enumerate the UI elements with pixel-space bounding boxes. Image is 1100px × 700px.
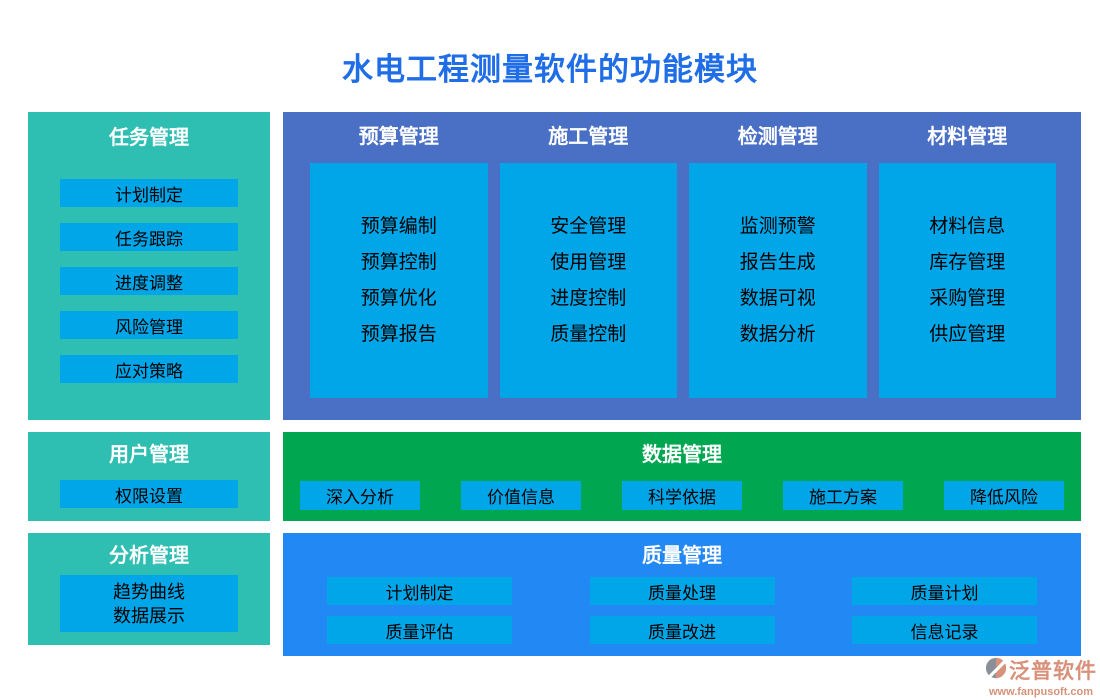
material-item: 采购管理 <box>929 287 1006 309</box>
construction-item: 使用管理 <box>550 251 627 273</box>
user-item-permission[interactable]: 权限设置 <box>60 480 238 508</box>
column-material: 材料管理 材料信息 库存管理 采购管理 供应管理 <box>878 112 1056 420</box>
budget-column-title: 预算管理 <box>358 126 439 148</box>
analysis-card[interactable]: 趋势曲线 数据展示 <box>60 575 238 632</box>
budget-item: 预算编制 <box>360 215 437 237</box>
budget-item: 预算优化 <box>360 287 437 309</box>
construction-item: 安全管理 <box>550 215 627 237</box>
data-item-risk[interactable]: 降低风险 <box>944 481 1064 510</box>
fanpu-logo-icon <box>985 657 1007 684</box>
inspection-item: 报告生成 <box>739 251 816 273</box>
quality-management-panel: 质量管理 计划制定 质量处理 质量计划 质量评估 质量改进 信息记录 <box>283 533 1081 656</box>
construction-item: 质量控制 <box>550 323 627 345</box>
material-item: 库存管理 <box>929 251 1006 273</box>
page-title: 水电工程测量软件的功能模块 <box>342 52 758 87</box>
column-budget: 预算管理 预算编制 预算控制 预算优化 预算报告 <box>310 112 488 420</box>
data-item-science[interactable]: 科学依据 <box>622 481 742 510</box>
task-management-panel: 任务管理 计划制定 任务跟踪 进度调整 风险管理 应对策略 <box>28 112 270 420</box>
construction-item: 进度控制 <box>550 287 627 309</box>
analysis-panel-title: 分析管理 <box>109 545 189 567</box>
data-item-analysis[interactable]: 深入分析 <box>300 481 420 510</box>
quality-item-handle[interactable]: 质量处理 <box>589 577 775 605</box>
quality-row-1: 计划制定 质量处理 质量计划 <box>283 577 1081 605</box>
quality-item-schedule[interactable]: 质量计划 <box>852 577 1037 605</box>
logo-row: 泛普软件 <box>984 655 1098 685</box>
budget-item: 预算报告 <box>360 323 437 345</box>
column-construction: 施工管理 安全管理 使用管理 进度控制 质量控制 <box>499 112 677 420</box>
task-button-list: 计划制定 任务跟踪 进度调整 风险管理 应对策略 <box>28 179 270 383</box>
task-item-risk[interactable]: 风险管理 <box>60 311 238 339</box>
analysis-line-trend: 趋势曲线 <box>113 581 185 602</box>
data-item-value[interactable]: 价值信息 <box>461 481 581 510</box>
data-management-panel: 数据管理 深入分析 价值信息 科学依据 施工方案 降低风险 <box>283 432 1081 521</box>
logo-url-text: www.fanpusoft.com <box>988 686 1094 698</box>
material-item: 材料信息 <box>929 215 1006 237</box>
material-item: 供应管理 <box>929 323 1006 345</box>
quality-item-improve[interactable]: 质量改进 <box>589 616 775 644</box>
analysis-management-panel: 分析管理 趋势曲线 数据展示 <box>28 533 270 645</box>
logo-brand-text: 泛普软件 <box>1009 660 1097 683</box>
module-overview-panel: 预算管理 预算编制 预算控制 预算优化 预算报告 施工管理 安全管理 使用管理 … <box>283 112 1081 420</box>
quality-item-plan[interactable]: 计划制定 <box>327 577 512 605</box>
construction-column-title: 施工管理 <box>548 126 629 148</box>
user-panel-title: 用户管理 <box>109 444 189 466</box>
construction-card: 安全管理 使用管理 进度控制 质量控制 <box>499 163 677 398</box>
inspection-item: 监测预警 <box>739 215 816 237</box>
analysis-line-display: 数据展示 <box>113 605 185 626</box>
quality-item-evaluate[interactable]: 质量评估 <box>327 616 512 644</box>
column-inspection: 检测管理 监测预警 报告生成 数据可视 数据分析 <box>689 112 867 420</box>
budget-card: 预算编制 预算控制 预算优化 预算报告 <box>310 163 488 398</box>
inspection-card: 监测预警 报告生成 数据可视 数据分析 <box>689 163 867 398</box>
task-item-plan[interactable]: 计划制定 <box>60 179 238 207</box>
task-item-track[interactable]: 任务跟踪 <box>60 223 238 251</box>
data-panel-title: 数据管理 <box>642 444 722 466</box>
fanpu-watermark: 泛普软件 www.fanpusoft.com <box>984 655 1098 698</box>
task-panel-title: 任务管理 <box>109 127 189 149</box>
task-item-progress[interactable]: 进度调整 <box>60 267 238 295</box>
user-management-panel: 用户管理 权限设置 <box>28 432 270 521</box>
inspection-column-title: 检测管理 <box>737 126 818 148</box>
quality-panel-title: 质量管理 <box>642 545 722 567</box>
quality-button-grid: 计划制定 质量处理 质量计划 质量评估 质量改进 信息记录 <box>283 577 1081 644</box>
inspection-item: 数据分析 <box>739 323 816 345</box>
material-card: 材料信息 库存管理 采购管理 供应管理 <box>878 163 1056 398</box>
inspection-item: 数据可视 <box>739 287 816 309</box>
material-column-title: 材料管理 <box>927 126 1008 148</box>
budget-item: 预算控制 <box>360 251 437 273</box>
task-item-strategy[interactable]: 应对策略 <box>60 355 238 383</box>
quality-row-2: 质量评估 质量改进 信息记录 <box>283 616 1081 644</box>
data-item-scheme[interactable]: 施工方案 <box>783 481 903 510</box>
data-button-row: 深入分析 价值信息 科学依据 施工方案 降低风险 <box>283 481 1081 510</box>
quality-item-record[interactable]: 信息记录 <box>852 616 1037 644</box>
